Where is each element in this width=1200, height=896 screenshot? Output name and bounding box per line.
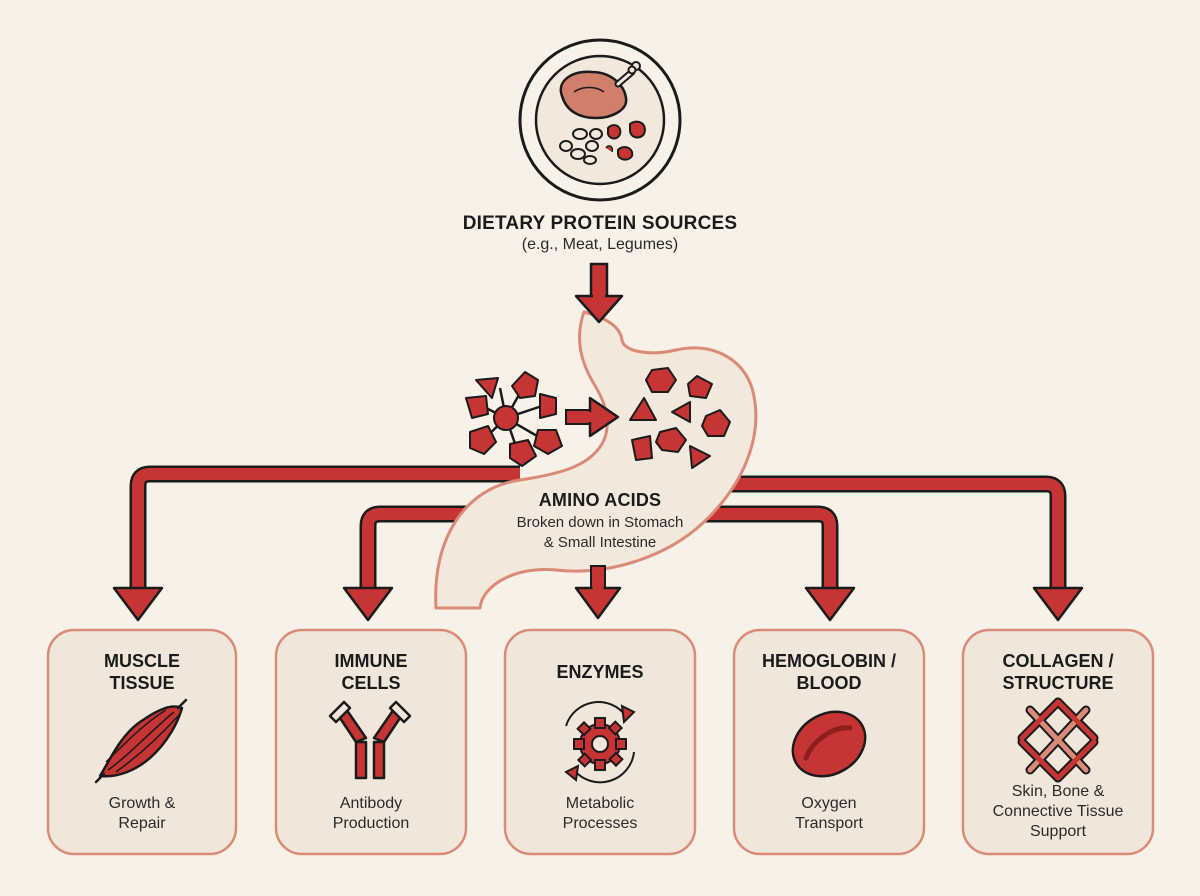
box-title-line: IMMUNE — [334, 651, 408, 671]
box-title-immune: IMMUNE CELLS — [276, 650, 466, 694]
muscle-icon — [94, 698, 188, 784]
box-title-line: MUSCLE — [104, 651, 180, 671]
arrow-to-collagen — [700, 475, 1067, 590]
box-title-line: ENZYMES — [556, 662, 644, 682]
box-desc-line: Connective Tissue — [992, 803, 1124, 820]
box-title-line: COLLAGEN / — [1002, 651, 1114, 671]
box-desc-line: Skin, Bone & — [1011, 783, 1105, 800]
box-desc-line: Production — [332, 815, 410, 832]
breakdown-arrow — [565, 396, 620, 438]
box-immune-cells — [274, 628, 468, 856]
box-desc-hemoglobin: Oxygen Transport — [734, 794, 924, 834]
enzyme-gear-icon — [564, 701, 636, 784]
source-title: DIETARY PROTEIN SOURCES — [462, 213, 738, 234]
box-title-line: CELLS — [341, 673, 401, 693]
box-title-line: STRUCTURE — [1002, 673, 1114, 693]
arrow-source-to-stomach — [574, 262, 624, 324]
red-blood-cell-icon — [791, 710, 867, 778]
box-desc-line: Metabolic — [565, 795, 635, 812]
box-title-hemoglobin: HEMOGLOBIN / BLOOD — [734, 650, 924, 694]
box-desc-muscle: Growth & Repair — [48, 794, 236, 834]
source-subtitle: (e.g., Meat, Legumes) — [521, 236, 679, 253]
box-desc-enzymes: Metabolic Processes — [505, 794, 695, 834]
box-desc-line: Transport — [795, 815, 863, 832]
arrow-to-enzymes — [574, 565, 622, 620]
box-title-line: HEMOGLOBIN / — [762, 651, 896, 671]
box-title-enzymes: ENZYMES — [505, 661, 695, 683]
box-title-muscle: MUSCLE TISSUE — [48, 650, 236, 694]
digestion-line-2: & Small Intestine — [543, 534, 657, 551]
collagen-lattice-icon — [1017, 697, 1099, 783]
stomach-icon — [434, 310, 758, 610]
box-title-collagen: COLLAGEN / STRUCTURE — [963, 650, 1153, 694]
food-plate-icon — [518, 38, 682, 202]
box-desc-line: Antibody — [339, 795, 403, 812]
box-desc-line: Support — [1029, 823, 1087, 840]
protein-molecule-icon — [465, 371, 563, 467]
box-desc-line: Repair — [118, 815, 166, 832]
branch-arrows — [112, 465, 1084, 622]
box-title-line: BLOOD — [796, 673, 862, 693]
box-desc-line: Oxygen — [801, 795, 857, 812]
digestion-title: AMINO ACIDS — [538, 490, 662, 510]
box-desc-line: Processes — [562, 815, 638, 832]
digestion-line-1: Broken down in Stomach — [516, 514, 684, 531]
box-title-line: TISSUE — [109, 673, 175, 693]
amino-acids-icon — [629, 367, 731, 469]
box-desc-immune: Antibody Production — [276, 794, 466, 834]
box-desc-collagen: Skin, Bone & Connective Tissue Support — [963, 782, 1153, 842]
box-desc-line: Growth & — [108, 795, 176, 812]
antibody-icon — [328, 700, 412, 780]
